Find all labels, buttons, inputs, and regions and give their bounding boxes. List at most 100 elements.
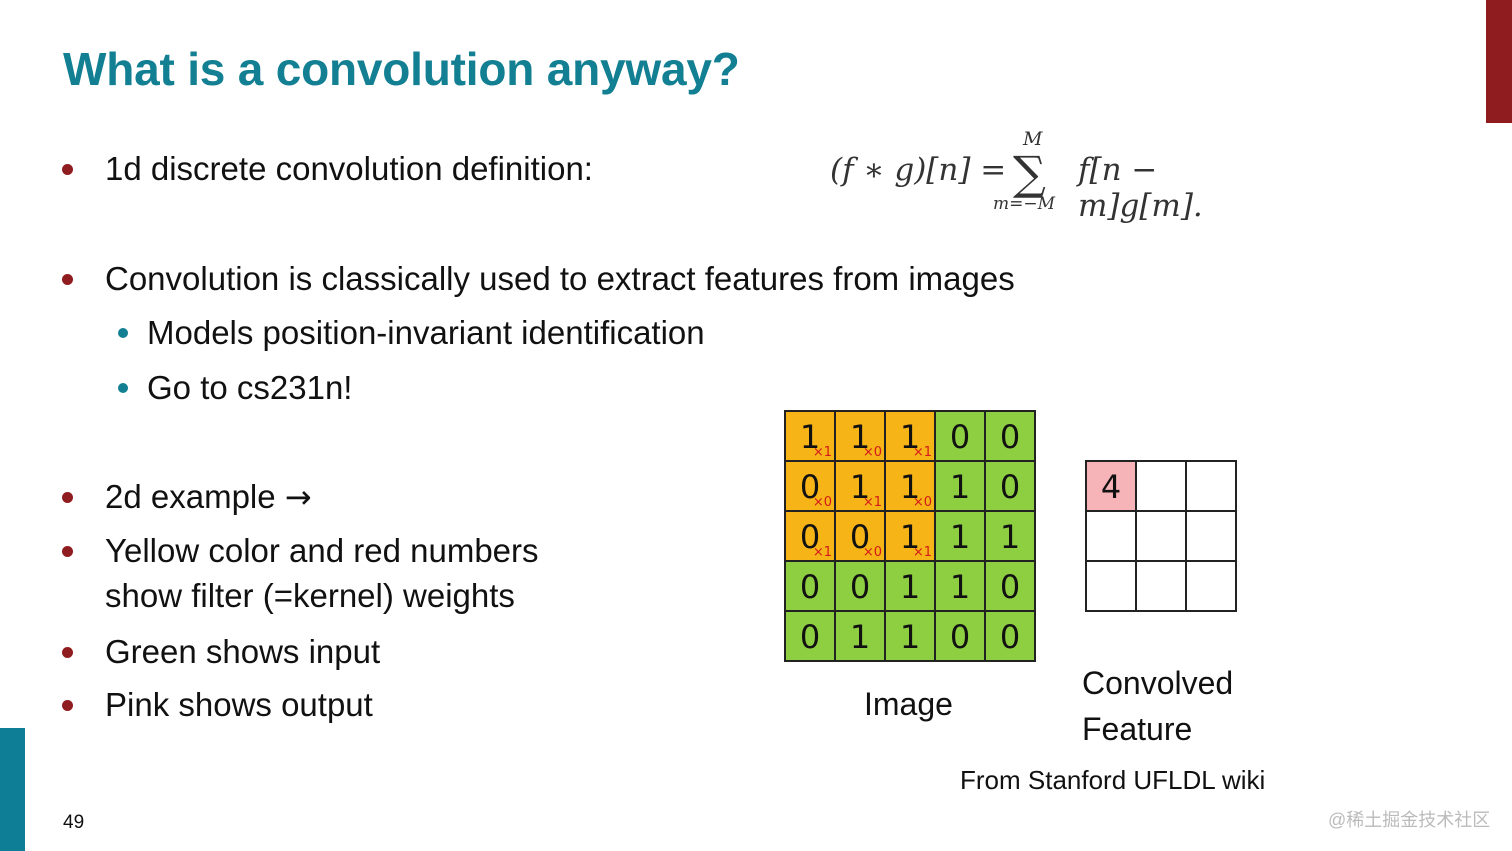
input-cell: 0	[836, 562, 886, 612]
output-cell	[1137, 512, 1187, 562]
cell-value: 0	[799, 468, 821, 506]
kernel-weight: ×1	[812, 445, 832, 460]
bullet-text: Pink shows output	[105, 686, 373, 723]
top-accent-bar	[1486, 0, 1512, 123]
source-credit: From Stanford UFLDL wiki	[960, 765, 1266, 795]
bullet-dot	[62, 274, 73, 285]
cell-value: 0	[999, 568, 1021, 606]
formula-sigma: ∑	[1013, 146, 1046, 200]
input-cell: 0	[986, 562, 1036, 612]
cell-value: 0	[799, 518, 821, 556]
bullet-text: Green shows input	[105, 633, 381, 670]
bullet-text: Models position-invariant identification	[147, 314, 705, 351]
input-cell: 1	[836, 612, 886, 662]
cell-value: 0	[949, 418, 971, 456]
cell-value: 0	[799, 618, 821, 656]
formula-sum-lower: m=−M	[993, 194, 1056, 214]
cell-value: 0	[949, 618, 971, 656]
bullet-text: show filter (=kernel) weights	[105, 577, 515, 614]
cell-value: 1	[849, 418, 871, 456]
convolved-feature-label: Convolved Feature	[1082, 665, 1234, 747]
input-cell: 0	[936, 612, 986, 662]
kernel-cell: 1×1	[786, 412, 836, 462]
cell-value: 1	[899, 418, 921, 456]
formula-rhs: f[n − m]g[m].	[1078, 152, 1203, 224]
input-cell: 0	[986, 612, 1036, 662]
output-cell	[1137, 562, 1187, 612]
cell-value: 1	[899, 568, 921, 606]
bullet-1d-definition: 1d discrete convolution definition:	[62, 150, 593, 188]
kernel-weight: ×1	[912, 445, 932, 460]
bullet-dot	[62, 546, 73, 557]
bullet-2d-example: 2d example →	[62, 478, 312, 516]
bullet-feature-extraction: Convolution is classically used to extra…	[62, 260, 1015, 298]
bullet-dot	[62, 700, 73, 711]
input-cell: 1	[886, 612, 936, 662]
output-cell	[1087, 562, 1137, 612]
kernel-weight: ×0	[862, 445, 882, 460]
kernel-weight: ×0	[862, 545, 882, 560]
bullet-text: Yellow color and red numbers	[105, 532, 539, 569]
output-cell	[1137, 462, 1187, 512]
convolved-feature-grid: 4	[1085, 460, 1237, 612]
input-cell: 1	[886, 562, 936, 612]
bullet-text: 1d discrete convolution definition:	[105, 150, 593, 187]
bullet-dot	[62, 164, 73, 175]
cell-value: 1	[849, 618, 871, 656]
formula-lhs: (f ∗ g)[n] =	[830, 152, 1007, 188]
bullet-text: 2d example	[105, 478, 276, 515]
output-cell	[1187, 562, 1237, 612]
kernel-weight: ×0	[912, 495, 932, 510]
cell-value: 1	[799, 418, 821, 456]
watermark: @稀土掘金技术社区	[1328, 810, 1491, 830]
kernel-cell: 1×0	[836, 412, 886, 462]
input-cell: 1	[936, 512, 986, 562]
cell-value: 1	[899, 468, 921, 506]
kernel-cell: 0×0	[836, 512, 886, 562]
input-cell: 1	[936, 462, 986, 512]
cell-value: 0	[999, 418, 1021, 456]
bullet-kernel-weights: Yellow color and red numbers	[62, 532, 539, 570]
sub-bullet-position-invariant: Models position-invariant identification	[118, 314, 705, 352]
output-cell	[1087, 512, 1137, 562]
cell-value: 1	[899, 518, 921, 556]
kernel-cell: 1×1	[886, 512, 936, 562]
cell-value: 1	[949, 518, 971, 556]
kernel-weight: ×1	[912, 545, 932, 560]
cell-value: 1	[899, 618, 921, 656]
kernel-cell: 0×1	[786, 512, 836, 562]
bullet-green-input: Green shows input	[62, 633, 381, 671]
cell-value: 1	[949, 568, 971, 606]
input-cell: 0	[986, 462, 1036, 512]
sub-bullet-dot	[118, 328, 128, 338]
page-number: 49	[63, 812, 85, 833]
image-label: Image	[864, 686, 953, 722]
formula-sum-upper: M	[1023, 128, 1043, 150]
kernel-weight: ×1	[862, 495, 882, 510]
arrow-right-icon: →	[284, 478, 312, 516]
sub-bullet-cs231n: Go to cs231n!	[118, 369, 353, 407]
bullet-pink-output: Pink shows output	[62, 686, 373, 724]
output-cell	[1187, 462, 1237, 512]
cell-value: 1	[999, 518, 1021, 556]
bullet-text: Go to cs231n!	[147, 369, 353, 406]
sub-bullet-dot	[118, 383, 128, 393]
cell-value: 1	[949, 468, 971, 506]
kernel-weight: ×1	[812, 545, 832, 560]
cell-value: 0	[999, 618, 1021, 656]
cell-value: 0	[849, 518, 871, 556]
kernel-cell: 1×1	[886, 412, 936, 462]
bullet-kernel-weights-continued: show filter (=kernel) weights	[105, 577, 515, 615]
cell-value: 0	[849, 568, 871, 606]
input-cell: 0	[786, 562, 836, 612]
kernel-weight: ×0	[812, 495, 832, 510]
input-cell: 0	[986, 412, 1036, 462]
input-cell: 1	[986, 512, 1036, 562]
kernel-cell: 1×1	[836, 462, 886, 512]
bullet-dot	[62, 647, 73, 658]
input-cell: 0	[936, 412, 986, 462]
slide-title: What is a convolution anyway?	[63, 43, 740, 95]
cell-value: 0	[799, 568, 821, 606]
output-cell-filled: 4	[1087, 462, 1137, 512]
